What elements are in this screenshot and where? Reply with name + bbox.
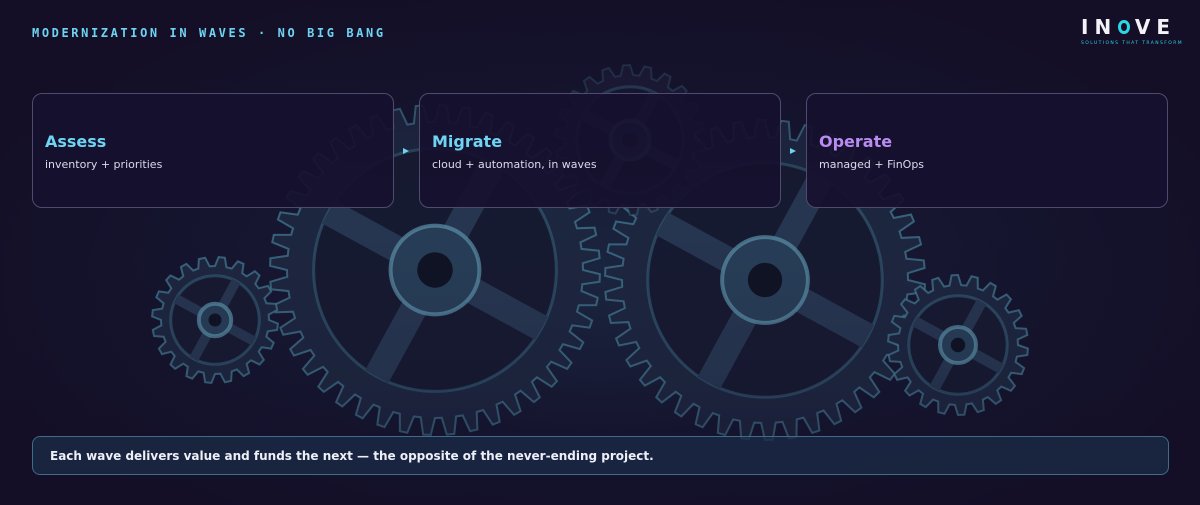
logo-tagline: SOLUTIONS THAT TRANSFORM [1081, 41, 1184, 46]
footer-text: Each wave delivers value and funds the n… [50, 448, 654, 463]
step-card-assess: Assess inventory + priorities [32, 93, 394, 208]
step-title: Assess [45, 132, 107, 151]
brand-logo: IN VE SOLUTIONS THAT TRANSFORM [1081, 16, 1184, 46]
logo-word-right: VE [1134, 15, 1176, 39]
step-title: Operate [819, 132, 893, 151]
logo-wordmark: IN VE [1081, 16, 1176, 38]
logo-ring-icon [1118, 20, 1130, 34]
step-subtitle: inventory + priorities [45, 158, 163, 171]
step-subtitle: cloud + automation, in waves [432, 158, 597, 171]
slide-kicker: MODERNIZATION IN WAVES · NO BIG BANG [32, 26, 386, 40]
step-title: Migrate [432, 132, 503, 151]
logo-word-left: IN [1081, 15, 1118, 39]
arrow-right-icon [790, 148, 796, 154]
step-subtitle: managed + FinOps [819, 158, 925, 171]
footer-callout: Each wave delivers value and funds the n… [32, 436, 1169, 475]
step-card-operate: Operate managed + FinOps [806, 93, 1168, 208]
arrow-right-icon [403, 148, 409, 154]
step-card-migrate: Migrate cloud + automation, in waves [419, 93, 781, 208]
